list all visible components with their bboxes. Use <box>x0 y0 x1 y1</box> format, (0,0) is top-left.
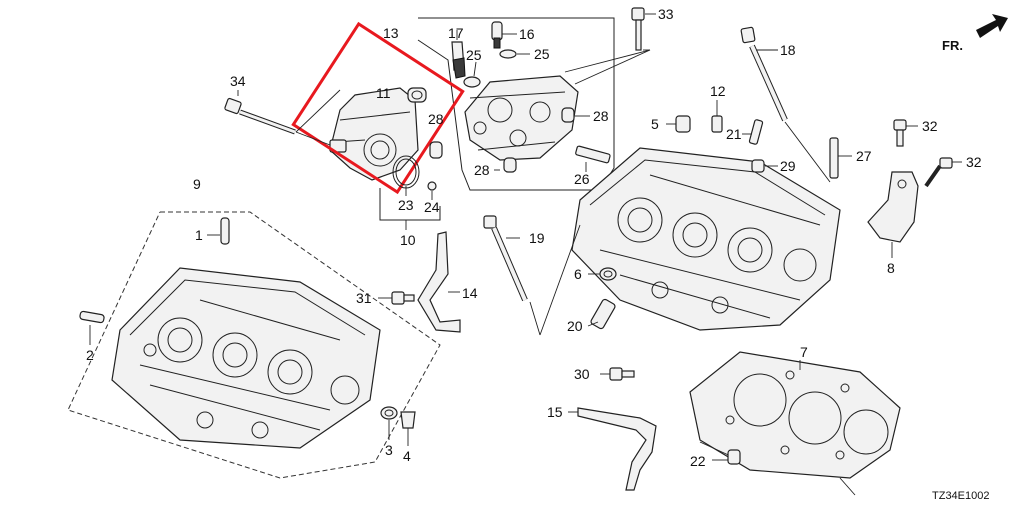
rear-head-dashed-frame <box>67 211 441 479</box>
bracket-14-group <box>378 231 461 333</box>
spool-valve-frame <box>417 17 615 191</box>
callout-2: 2 <box>86 347 94 363</box>
callout-4: 4 <box>403 448 411 464</box>
sleeve-12[interactable] <box>711 100 723 133</box>
callout-21: 21 <box>726 126 742 142</box>
front-cylinder-head-group <box>483 7 962 336</box>
dowel-29[interactable] <box>751 159 778 173</box>
stud-26[interactable] <box>575 145 611 172</box>
front-direction-label: FR. <box>942 38 963 53</box>
bolt-31[interactable] <box>378 291 415 305</box>
callout-14: 14 <box>462 285 478 301</box>
callout-25-right: 25 <box>534 46 550 62</box>
callout-28-lower: 28 <box>474 162 490 178</box>
bushing-28-lower[interactable] <box>494 157 517 173</box>
callout-15: 15 <box>547 404 563 420</box>
washer-6[interactable] <box>588 267 617 281</box>
stud-27[interactable] <box>829 137 852 179</box>
callout-19: 19 <box>529 230 545 246</box>
callout-13: 13 <box>383 25 399 41</box>
callout-31: 31 <box>356 290 372 306</box>
callout-11: 11 <box>376 85 391 101</box>
cap-4[interactable] <box>400 411 416 446</box>
callout-9: 9 <box>193 176 201 192</box>
callout-32-upper: 32 <box>922 118 938 134</box>
stud-21[interactable] <box>742 119 764 145</box>
bracket-8[interactable] <box>867 171 919 258</box>
callout-16: 16 <box>519 26 535 42</box>
callout-34: 34 <box>230 73 246 89</box>
sensor-20[interactable] <box>587 298 616 330</box>
callout-26: 26 <box>574 171 590 187</box>
bushing-28-middle[interactable] <box>429 141 443 159</box>
callout-10: 10 <box>400 232 416 248</box>
bushing-28-upper[interactable] <box>561 107 590 123</box>
bracket-14[interactable] <box>417 231 461 333</box>
o-ring-24[interactable] <box>427 181 437 200</box>
callout-12: 12 <box>710 83 726 99</box>
callout-1: 1 <box>195 227 203 243</box>
front-cylinder-head[interactable] <box>571 147 841 331</box>
bolt-30[interactable] <box>600 367 635 381</box>
bolt-32-upper[interactable] <box>893 119 918 147</box>
dowel-pin-1[interactable] <box>207 217 230 245</box>
stud-bolt-18[interactable] <box>740 26 788 122</box>
rear-cylinder-head[interactable] <box>111 267 381 449</box>
bracket-15[interactable] <box>568 407 657 491</box>
housing-group <box>224 21 465 230</box>
callout-27: 27 <box>856 148 872 164</box>
bolt-19[interactable] <box>483 215 528 302</box>
callout-25-left: 25 <box>466 47 482 63</box>
callout-32-lower: 32 <box>966 154 982 170</box>
bolt-33[interactable] <box>631 7 656 51</box>
spool-valve-group <box>417 17 651 191</box>
callout-29: 29 <box>780 158 796 174</box>
front-direction-indicator <box>976 14 1008 38</box>
plug-17[interactable] <box>451 30 466 79</box>
callout-28-middle: 28 <box>428 111 444 127</box>
callout-labels: 9 1 2 3 4 5 6 7 8 10 11 12 13 14 15 16 1… <box>86 6 982 469</box>
callout-20: 20 <box>567 318 583 334</box>
callout-3: 3 <box>385 442 393 458</box>
callout-18: 18 <box>780 42 796 58</box>
callout-30: 30 <box>574 366 590 382</box>
front-arrow-icon <box>976 14 1008 38</box>
bracket-10-leader <box>379 188 441 221</box>
callout-24: 24 <box>424 199 440 215</box>
callout-22: 22 <box>690 453 706 469</box>
sealing-washer-3[interactable] <box>380 406 398 440</box>
diagram-code: TZ34E1002 <box>932 490 989 502</box>
callout-33: 33 <box>658 6 674 22</box>
bolt-32-lower[interactable] <box>924 157 962 188</box>
dowel-22[interactable] <box>712 449 741 465</box>
cap-5[interactable] <box>666 115 691 133</box>
bolt-34[interactable] <box>224 90 296 135</box>
bracket-15-group <box>568 367 657 491</box>
callout-28-upper: 28 <box>593 108 609 124</box>
callout-7: 7 <box>800 344 808 360</box>
o-ring-25-right[interactable] <box>499 49 530 59</box>
housing-10[interactable] <box>329 87 419 181</box>
callout-23: 23 <box>398 197 414 213</box>
spool-valve-body[interactable] <box>464 75 579 161</box>
callout-8: 8 <box>887 260 895 276</box>
dowel-pin-2[interactable] <box>79 310 105 345</box>
head-gasket-group <box>689 351 901 496</box>
highlight-box <box>291 21 465 195</box>
bushing-11[interactable] <box>407 87 427 103</box>
o-ring-25-left[interactable] <box>463 61 481 88</box>
spool-valve-bolt-16[interactable] <box>491 21 517 49</box>
callout-6: 6 <box>574 266 582 282</box>
callout-5: 5 <box>651 116 659 132</box>
callout-17: 17 <box>448 25 464 41</box>
rear-cylinder-head-group <box>67 211 441 479</box>
head-gasket-7[interactable] <box>689 351 901 479</box>
